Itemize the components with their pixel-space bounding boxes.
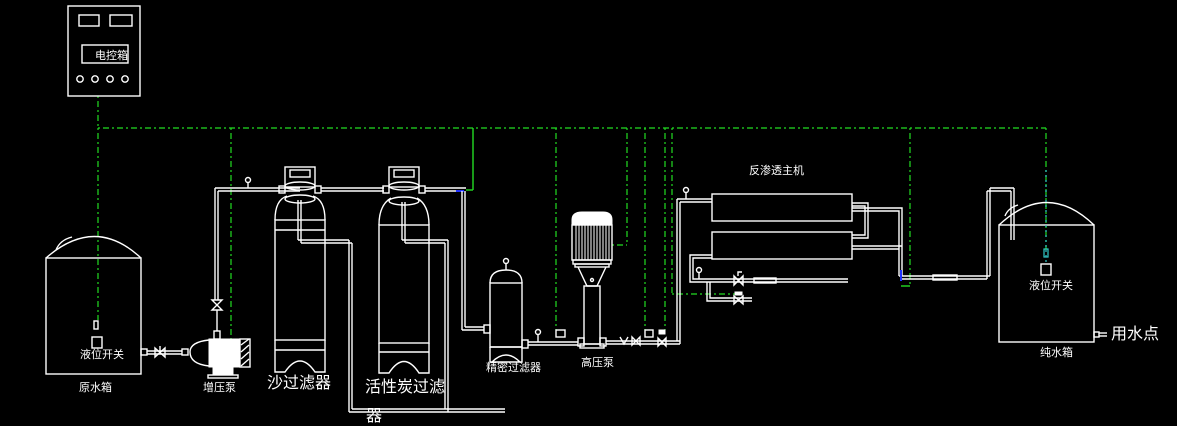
display-panel-right	[109, 14, 133, 27]
sand-filter-label: 沙过滤器	[267, 373, 331, 392]
pressure-gauge-icon	[695, 266, 703, 274]
check-valve-icon	[619, 335, 641, 347]
pressure-gauge-icon	[502, 257, 510, 265]
control-box-label: 电控箱	[95, 48, 128, 62]
level-switch	[91, 336, 103, 349]
pressure-switch-icon	[555, 329, 566, 338]
control-valve-head	[388, 166, 420, 188]
hp-discharge-pipe	[606, 186, 712, 348]
control-box-label-frame	[81, 44, 129, 64]
flowmeter-icon	[753, 277, 777, 284]
level-switch	[1040, 263, 1052, 276]
indicator-light-1	[76, 75, 84, 83]
indicator-light-2	[91, 75, 99, 83]
control-wiring	[97, 96, 1047, 340]
ro-unit: 反渗透主机	[689, 163, 903, 306]
precision-filter-label: 精密过滤器	[486, 360, 541, 374]
pressure-switch-icon	[644, 329, 654, 338]
booster-pump-label: 增压泵	[203, 380, 236, 394]
hp-suction-pipe	[528, 328, 578, 346]
precision-filter: 精密过滤器	[483, 257, 541, 374]
indicator-light-3	[106, 75, 114, 83]
control-box: 电控箱	[67, 5, 141, 97]
control-valve-head	[284, 166, 316, 188]
flush-valve-icon	[733, 294, 744, 306]
carbon-filter-label-line2: 器	[366, 406, 382, 425]
raw-tank-switch-label: 液位开关	[80, 347, 124, 361]
pure-tank-switch-label: 液位开关	[1029, 278, 1073, 292]
raw-tank-label: 原水箱	[79, 380, 112, 394]
level-float	[93, 320, 99, 330]
high-pressure-pump: 高压泵	[571, 211, 614, 369]
concentrate-valve-icon	[733, 274, 744, 287]
pressure-gauge-icon	[244, 176, 252, 184]
outlet-label: 用水点	[1111, 324, 1159, 343]
raw-water-tank: 液位开关 原水箱	[45, 235, 142, 394]
carbon-outlet-pipe	[425, 187, 484, 331]
pure-water-tank: 液位开关 纯水箱 用水点	[998, 170, 1159, 359]
level-float	[1043, 248, 1049, 258]
flowmeter-icon	[932, 274, 958, 281]
ro-membrane-1	[711, 193, 853, 222]
display-panel-left	[78, 14, 100, 27]
pressure-gauge-icon	[682, 186, 690, 194]
sand-filter: 沙过滤器	[267, 166, 353, 412]
activated-carbon-filter: 活性炭过滤 器	[349, 166, 505, 425]
pure-tank-label: 纯水箱	[1040, 345, 1073, 359]
permeate-pipe	[899, 187, 1015, 281]
hp-pump-label: 高压泵	[581, 355, 614, 369]
carbon-filter-label-line1: 活性炭过滤	[365, 377, 445, 396]
solenoid-valve-icon	[657, 336, 667, 348]
indicator-light-4	[121, 75, 129, 83]
booster-pump: 增压泵	[189, 330, 251, 394]
gate-valve-icon	[154, 346, 166, 359]
raw-outlet-pipe	[140, 346, 189, 359]
check-valve-icon	[210, 299, 224, 311]
ro-unit-label: 反渗透主机	[749, 163, 804, 177]
pressure-gauge-icon	[534, 328, 542, 336]
ro-membrane-2	[711, 231, 853, 260]
filter-link-pipe	[321, 187, 384, 192]
